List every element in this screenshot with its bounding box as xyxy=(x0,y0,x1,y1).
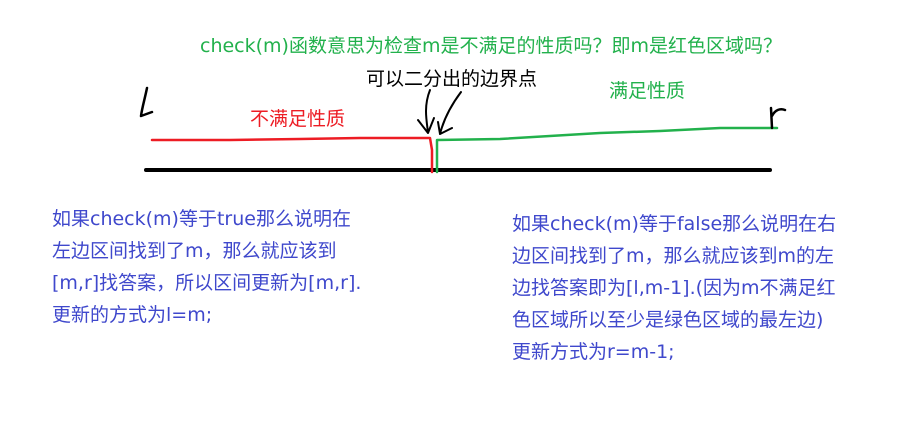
split-point-label: 可以二分出的边界点 xyxy=(366,68,538,90)
false-case-line: 更新方式为r=m-1; xyxy=(512,341,675,363)
satisfies-region-label: 满足性质 xyxy=(609,80,686,102)
false-case-explanation: 如果check(m)等于false那么说明在右 边区间找到了m，那么就应该到m的… xyxy=(512,208,892,368)
false-case-line: 如果check(m)等于false那么说明在右 xyxy=(512,213,837,235)
false-case-line: 边区间找到了m，那么就应该到m的左 xyxy=(512,245,835,267)
left-boundary-arrow xyxy=(417,89,435,134)
true-case-line: [m,r]找答案，所以区间更新为[m,r]. xyxy=(52,272,362,294)
true-case-line: 更新的方式为l=m; xyxy=(52,304,213,326)
l-marker-stroke xyxy=(139,86,154,118)
true-case-line: 如果check(m)等于true那么说明在 xyxy=(52,208,351,230)
green-region-line xyxy=(435,126,779,174)
right-boundary-arrow xyxy=(437,91,462,135)
true-case-line: 左边区间找到了m，那么就应该到 xyxy=(52,240,337,262)
false-case-line: 边找答案即为[l,m-1].(因为m不满足红 xyxy=(512,277,836,299)
false-case-line: 色区域所以至少是绿色区域的最左边) xyxy=(512,309,824,331)
true-case-explanation: 如果check(m)等于true那么说明在 左边区间找到了m，那么就应该到 [m… xyxy=(52,203,432,331)
check-function-question: check(m)函数意思为检查m是不满足的性质吗？即m是红色区域吗？ xyxy=(200,35,782,57)
red-region-line xyxy=(150,136,434,174)
r-marker-stroke xyxy=(769,106,787,130)
not-satisfies-region-label: 不满足性质 xyxy=(250,108,346,130)
